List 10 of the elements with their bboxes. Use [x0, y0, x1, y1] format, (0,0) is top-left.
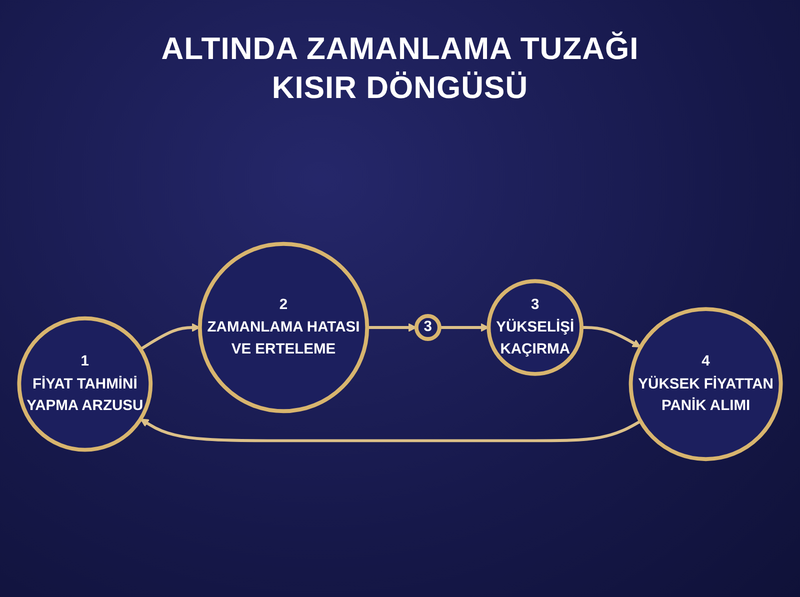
title: ALTINDA ZAMANLAMA TUZAĞI KISIR DÖNGÜSÜ — [160, 30, 640, 107]
arrow — [140, 418, 642, 442]
node-circle: 3 YÜKSELİŞİ KAÇIRMA — [486, 278, 584, 376]
node-circle: 4 YÜKSEK FİYATTAN PANİK ALIMI — [628, 306, 783, 461]
arrow — [367, 322, 417, 332]
arrow — [582, 326, 641, 348]
node-circle: 2 ZAMANLAMA HATASI VE ERTELEME — [198, 242, 370, 413]
node-circle: 1 FİYAT TAHMİNİ YAPMA ARZUSU — [17, 316, 153, 452]
node-circle: 3 — [414, 314, 442, 341]
arrow — [140, 322, 200, 350]
